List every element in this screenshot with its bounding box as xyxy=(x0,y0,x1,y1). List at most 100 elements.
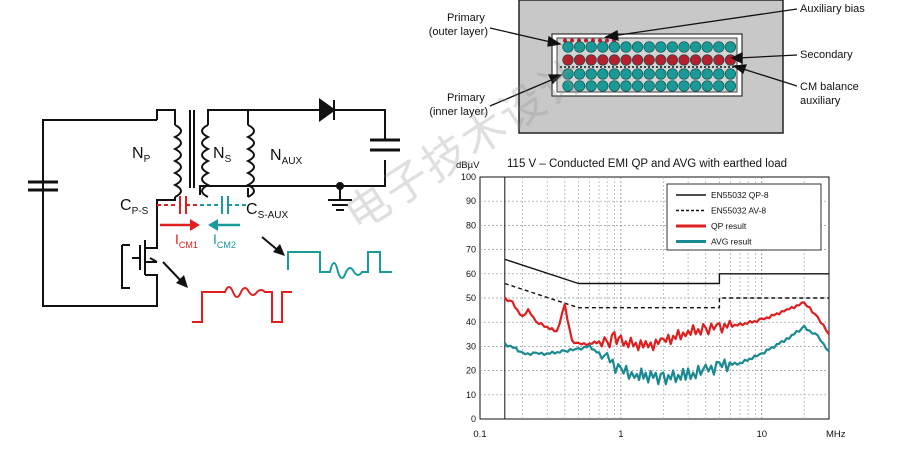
icm1-label: ICM1 xyxy=(175,231,198,250)
winding-turn xyxy=(678,54,690,66)
winding-turn xyxy=(585,54,597,66)
winding-turn xyxy=(713,41,725,53)
pointer-to-red-wave xyxy=(162,261,188,288)
secondary-label: Secondary xyxy=(800,49,853,61)
output-capacitor xyxy=(370,138,400,152)
legend-label: EN55032 QP-8 xyxy=(711,190,769,200)
primary-outer-label: Primary (outer layer) xyxy=(429,12,488,38)
winding-turn xyxy=(689,68,702,80)
winding-turn xyxy=(666,80,679,92)
winding-turn xyxy=(689,54,702,66)
wire-output xyxy=(199,109,386,195)
wire-secondary-top xyxy=(207,109,318,125)
winding-turn xyxy=(562,41,574,53)
ns-label: NS xyxy=(213,145,232,165)
emi-chart: dBµV 115 V – Conducted EMI QP and AVG wi… xyxy=(456,158,846,440)
transformer-core xyxy=(189,110,195,188)
winding-turn xyxy=(620,80,632,92)
csaux-label: CS-AUX xyxy=(246,201,288,221)
y-tick-label: 90 xyxy=(466,196,476,206)
icm1-arrow xyxy=(160,219,200,231)
winding-turn xyxy=(724,68,737,80)
np-label: NP xyxy=(132,145,151,165)
winding-turn xyxy=(655,41,667,53)
winding-turn xyxy=(666,41,679,53)
winding-turn xyxy=(597,80,609,92)
aux-bias-turn xyxy=(605,38,609,43)
winding-turn xyxy=(608,68,621,80)
winding-turn xyxy=(631,68,644,80)
winding-turn xyxy=(585,80,597,92)
winding-turn xyxy=(713,54,725,66)
pointer-to-teal-wave xyxy=(261,236,285,256)
winding-turn xyxy=(701,54,713,66)
winding-turn xyxy=(701,41,713,53)
x-axis-label: MHz xyxy=(826,429,846,440)
y-tick-label: 0 xyxy=(471,414,476,424)
y-tick-label: 40 xyxy=(466,317,476,327)
icm2-label: ICM2 xyxy=(213,231,236,250)
winding-turn xyxy=(713,68,725,80)
winding-turn xyxy=(655,68,667,80)
cps-label: CP-S xyxy=(120,197,149,217)
naux-label: NAUX xyxy=(270,147,302,167)
cm-balance-label: CM balance auxiliary xyxy=(800,81,862,107)
winding-turn xyxy=(573,80,586,92)
icm2-arrow xyxy=(208,219,240,231)
winding-turn xyxy=(643,80,655,92)
winding-turn xyxy=(631,41,644,53)
winding-turn xyxy=(655,80,667,92)
winding-turn xyxy=(620,41,632,53)
x-tick-label: 10 xyxy=(756,429,767,440)
winding-turn xyxy=(678,41,690,53)
winding-turn xyxy=(724,80,737,92)
winding-turn xyxy=(643,54,655,66)
winding-turn xyxy=(573,41,586,53)
aux-bias-turn xyxy=(598,38,602,43)
winding-turn xyxy=(562,80,574,92)
winding-turn xyxy=(643,41,655,53)
winding-turn xyxy=(689,80,702,92)
aux-bias-label: Auxiliary bias xyxy=(800,3,865,15)
y-tick-label: 70 xyxy=(466,245,476,255)
y-tick-label: 30 xyxy=(466,341,476,351)
input-capacitor xyxy=(28,180,58,192)
legend-label: EN55032 AV-8 xyxy=(711,206,766,216)
winding-turn xyxy=(666,68,679,80)
series-line xyxy=(504,282,829,309)
winding-turn xyxy=(631,80,644,92)
winding-turn xyxy=(620,54,632,66)
mosfet xyxy=(132,238,158,288)
y-tick-label: 10 xyxy=(466,390,476,400)
chart-title: 115 V – Conducted EMI QP and AVG with ea… xyxy=(507,158,787,170)
x-tick-label: 1 xyxy=(618,429,623,440)
y-tick-label: 60 xyxy=(466,269,476,279)
y-tick-label: 50 xyxy=(466,293,476,303)
wire-primary-bottom xyxy=(156,197,176,238)
y-tick-label: 20 xyxy=(466,366,476,376)
winding-turn xyxy=(643,68,655,80)
flyback-schematic xyxy=(28,98,400,307)
wire-primary-top xyxy=(156,109,176,125)
winding-turn xyxy=(678,80,690,92)
winding-turn xyxy=(597,68,609,80)
legend-label: QP result xyxy=(711,221,747,231)
aux-bias-turn xyxy=(563,38,567,43)
primary-inner-label: Primary (inner layer) xyxy=(429,92,488,118)
series-line xyxy=(503,324,830,386)
winding-turn xyxy=(573,68,586,80)
winding-turn xyxy=(562,54,574,66)
csaux-capacitor xyxy=(200,196,248,214)
series-group xyxy=(503,258,830,386)
cm2-waveform xyxy=(287,251,392,279)
winding-turn xyxy=(631,54,644,66)
winding-turn xyxy=(585,41,597,53)
aux-bias-turn xyxy=(584,38,588,43)
winding-turn xyxy=(562,68,574,80)
winding-turn xyxy=(608,41,621,53)
winding-turn xyxy=(655,54,667,66)
winding-turn xyxy=(724,41,737,53)
